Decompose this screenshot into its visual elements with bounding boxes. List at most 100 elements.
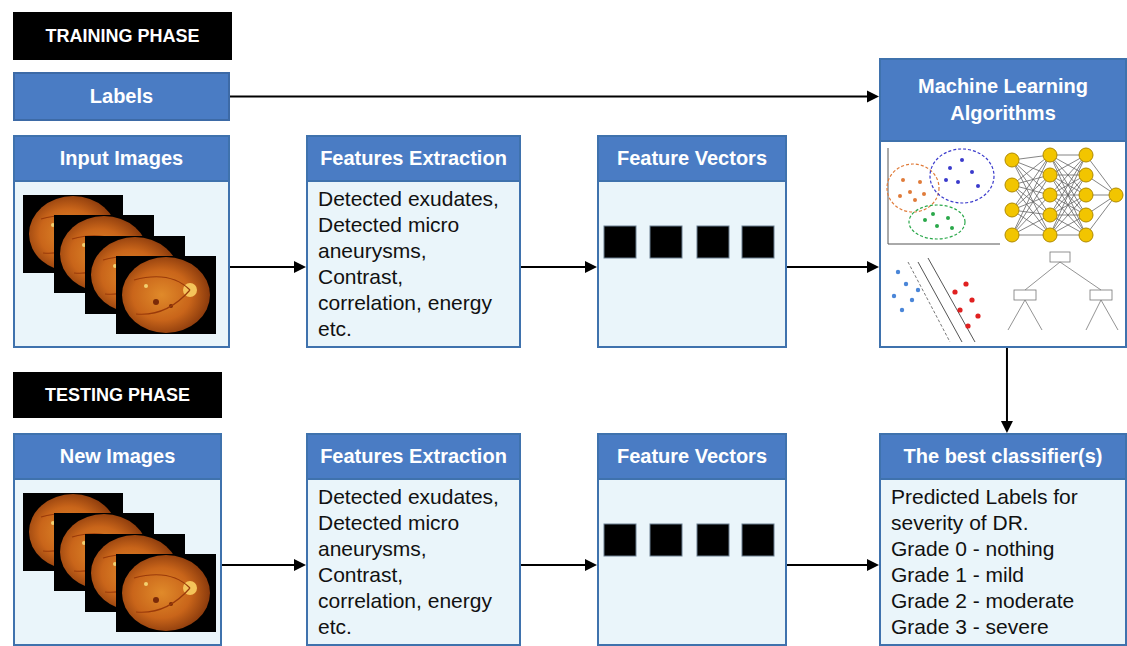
svm-plot-part	[918, 258, 975, 342]
feature-vector-cells-part	[697, 524, 729, 556]
svm-plot-part-part	[952, 289, 957, 294]
panel-title: Features Extraction	[314, 441, 513, 472]
panel-text: Detected exudates, Detected micro aneury…	[318, 186, 503, 342]
decision-tree-icon-part	[1025, 262, 1101, 290]
clustering-plot-part-part	[901, 178, 905, 182]
process-panel: Features ExtractionDetected exudates, De…	[306, 433, 521, 646]
fundus-images-part	[116, 554, 216, 632]
flow-arrow	[521, 559, 597, 571]
neural-network-icon-part-part	[1079, 228, 1093, 242]
svm-plot-part-part	[916, 288, 920, 292]
phase-title: TRAINING PHASE	[39, 26, 205, 47]
clustering-plot-part-part	[944, 178, 948, 182]
arrow-line	[521, 266, 587, 268]
arrow-head	[867, 559, 879, 571]
panel-body	[599, 480, 785, 644]
clustering-plot-part-part	[970, 170, 974, 174]
flow-arrow	[230, 261, 306, 273]
clustering-plot-part-part	[960, 158, 964, 162]
svm-plot-part-part	[896, 270, 900, 274]
clustering-plot-part	[930, 149, 994, 203]
clustering-plot	[887, 148, 1000, 244]
neural-network-icon-part-part	[1043, 188, 1057, 202]
label-text: Labels	[84, 85, 159, 108]
panel-bodies-part	[881, 140, 1125, 346]
panel-bodies-part	[15, 478, 220, 644]
neural-network-icon-part-part	[1043, 148, 1057, 162]
arrow-head	[867, 91, 879, 103]
label-box: Labels	[13, 72, 230, 121]
neural-network-icon-part-part	[1043, 168, 1057, 182]
svm-plot-part-part	[975, 313, 980, 318]
panel-bodies	[15, 140, 1125, 644]
clustering-plot-part	[909, 205, 965, 239]
panel-header: The best classifier(s)	[881, 435, 1125, 480]
neural-network-icon	[1005, 148, 1123, 242]
decision-tree-icon-part	[1090, 290, 1112, 300]
process-panel: Machine Learning Algorithms	[879, 58, 1127, 348]
panel-title: The best classifier(s)	[898, 441, 1109, 472]
decision-tree-icon-part	[1014, 290, 1036, 300]
arrow-line	[787, 266, 869, 268]
clustering-plot-part-part	[922, 192, 926, 196]
clustering-plot-part	[923, 212, 954, 230]
arrow-head	[294, 559, 306, 571]
arrow-line	[521, 564, 587, 566]
panel-title: Feature Vectors	[611, 441, 773, 472]
clustering-plot-part-part	[946, 216, 950, 220]
feature-vector-cells-part	[604, 524, 636, 556]
panel-header: Features Extraction	[308, 435, 519, 480]
flow-arrow	[230, 91, 879, 103]
svm-plot-part-part	[910, 298, 914, 302]
clustering-plot-part-part	[931, 212, 935, 216]
panel-bodies-part	[881, 478, 1125, 644]
neural-network-icon-part-part	[1109, 188, 1123, 202]
panel-body	[15, 480, 220, 644]
process-panel: The best classifier(s)Predicted Labels f…	[879, 433, 1127, 646]
arrow-head	[867, 261, 879, 273]
flow-arrow	[787, 261, 879, 273]
arrow-line	[222, 564, 296, 566]
neural-network-icon-part-part	[1043, 228, 1057, 242]
feature-vector-cells-part	[650, 524, 682, 556]
arrow-line	[787, 564, 869, 566]
panel-header: Features Extraction	[308, 137, 519, 182]
neural-network-icon-part	[1012, 155, 1116, 235]
decision-tree-icon-part	[1008, 300, 1118, 330]
panel-text: Grade 2 - moderate	[891, 588, 1109, 614]
arrow-head	[585, 559, 597, 571]
clustering-plot-part	[898, 178, 926, 202]
svm-plot-part-part	[963, 281, 968, 286]
panel-body	[599, 182, 785, 346]
clustering-plot-part-part	[935, 224, 939, 228]
panel-header: Input Images	[15, 137, 228, 182]
phase-title: TESTING PHASE	[39, 385, 196, 406]
phase-tag: TRAINING PHASE	[13, 12, 232, 60]
panel-bodies-part	[15, 180, 228, 346]
panel-text: Detected exudates, Detected micro aneury…	[318, 484, 503, 640]
clustering-plot-part-part	[948, 166, 952, 170]
neural-network-icon-part-part	[1079, 188, 1093, 202]
svm-plot-part-part	[965, 323, 970, 328]
neural-network-icon-part-part	[1043, 208, 1057, 222]
clustering-plot-part-part	[956, 180, 960, 184]
panel-header: Machine Learning Algorithms	[881, 60, 1125, 142]
svm-plot-part-part	[892, 294, 896, 298]
process-panel: New Images	[13, 433, 222, 646]
panel-body	[881, 142, 1125, 346]
neural-network-icon-part	[1005, 148, 1123, 242]
arrow-head	[1001, 421, 1013, 433]
process-panel: Features ExtractionDetected exudates, De…	[306, 135, 521, 348]
panel-title: Features Extraction	[314, 143, 513, 174]
panel-header: Feature Vectors	[599, 137, 785, 182]
svm-plot-part	[952, 281, 980, 328]
flow-arrow	[222, 559, 306, 571]
panel-title: Input Images	[54, 143, 189, 174]
panel-body: Detected exudates, Detected micro aneury…	[308, 480, 519, 644]
arrow-line	[1006, 348, 1008, 423]
neural-network-icon-part-part	[1005, 153, 1019, 167]
panel-bodies-part	[599, 478, 785, 644]
svm-plot	[892, 258, 981, 342]
svm-plot-part-part	[957, 307, 962, 312]
panel-bodies-part	[599, 180, 785, 346]
